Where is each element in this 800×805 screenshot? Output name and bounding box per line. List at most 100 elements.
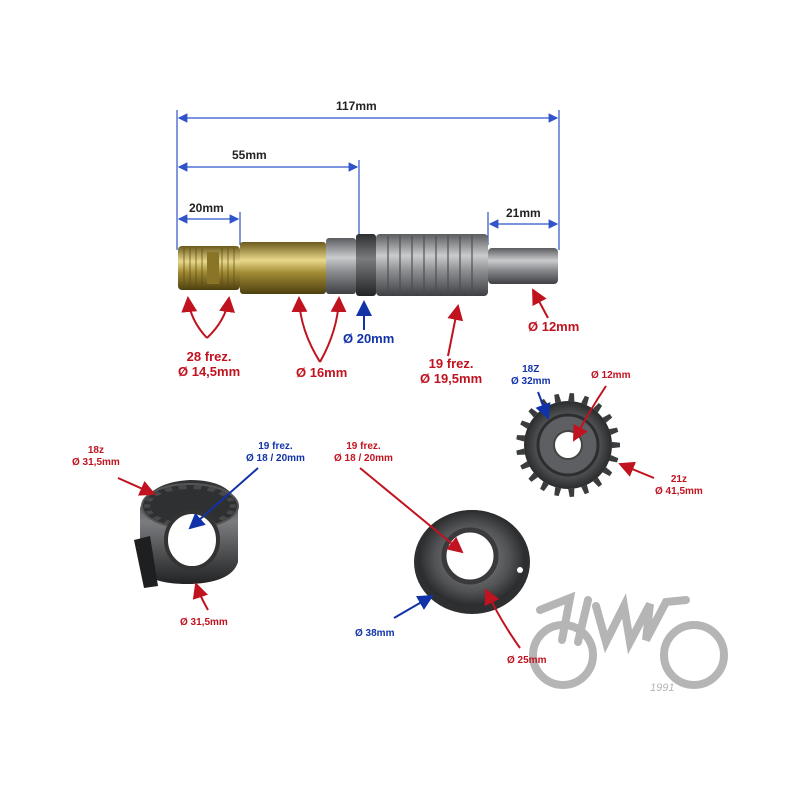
shaft-spline-19-teeth: [387, 236, 473, 294]
label-end-12: Ø 12mm: [528, 319, 580, 334]
ratchet-tooth: [178, 485, 187, 490]
label-washer-spline-dia: Ø 18 / 20mm: [334, 452, 393, 464]
ratchet-tooth: [145, 497, 154, 502]
shaft-spline-19: [376, 234, 488, 296]
ratchet-callouts: [117, 467, 259, 611]
label-ratchet-18z-dia: Ø 31,5mm: [72, 456, 120, 468]
shaft-end-12: [488, 248, 558, 284]
arrow-washer-inner: [484, 588, 521, 649]
ratchet-tooth: [163, 486, 174, 493]
gear-tooth: [581, 395, 589, 406]
arrow-end-12: [532, 288, 549, 319]
shaft-groove: [207, 252, 219, 284]
arrow-washer-spline: [359, 467, 464, 554]
gear-tooth: [593, 477, 603, 487]
ratchet-sleeve: [134, 480, 239, 588]
label-ratchet-bottom: Ø 31,5mm: [180, 617, 228, 628]
arrow-ratchet-spline: [188, 467, 259, 530]
arrow-washer-outer: [393, 594, 434, 619]
label-collar-20: Ø 20mm: [343, 331, 395, 346]
dim-21mm: 21mm: [506, 206, 541, 220]
label-washer-spline: 19 frez. Ø 18 / 20mm: [334, 441, 393, 464]
gear-tooth: [609, 427, 619, 435]
label-ratchet-spline-dia: Ø 18 / 20mm: [246, 452, 305, 464]
label-gear-21z: 21z Ø 41,5mm: [655, 474, 703, 497]
washer-bore: [441, 527, 499, 585]
gear-tooth: [540, 481, 549, 492]
gear-tooth: [520, 461, 530, 470]
label-gear-21z-dia: Ø 41,5mm: [655, 485, 703, 497]
label-ratchet-18z: 18z Ø 31,5mm: [72, 445, 120, 468]
label-gear-18z-teeth: 18Z: [522, 364, 540, 375]
ylma-logo: [529, 591, 728, 689]
kickstart-shaft: [178, 234, 558, 296]
gear-tooth: [581, 484, 589, 495]
gear-tooth: [611, 441, 620, 449]
shaft-collar-20: [326, 238, 356, 294]
shaft-collar-step: [356, 234, 376, 296]
gear-tooth: [528, 472, 538, 482]
ratchet-tooth: [193, 485, 202, 490]
ratchet-tooth: [218, 515, 228, 521]
label-gear-18z: 18Z Ø 32mm: [511, 364, 550, 387]
label-ratchet-18z-teeth: 18z: [87, 445, 104, 456]
dim-55mm: 55mm: [232, 148, 267, 162]
label-gear-21z-teeth: 21z: [670, 474, 687, 485]
gear-tooth: [516, 435, 526, 442]
label-28-frez-dia: Ø 14,5mm: [178, 363, 241, 379]
gear-tooth: [568, 488, 575, 497]
arrow-ratchet-bottom: [192, 582, 209, 611]
logo-year: 1991: [650, 682, 675, 694]
arrow-28-right: [206, 296, 236, 339]
gear-tooth: [520, 420, 530, 429]
gear-tooth: [516, 448, 526, 455]
label-washer-outer: Ø 38mm: [355, 628, 395, 639]
ratchet-tooth: [206, 486, 217, 493]
label-journal-16: Ø 16mm: [296, 365, 348, 380]
gear-tooth: [602, 413, 613, 423]
ratchet-tooth: [226, 510, 235, 515]
arrow-gear-21z: [618, 461, 655, 479]
label-gear-18z-dia: Ø 32mm: [511, 375, 551, 387]
arrow-16-left: [291, 296, 321, 363]
gear-tooth: [554, 393, 562, 403]
label-washer-spline-teeth: 19 frez.: [346, 441, 381, 452]
gear-tooth: [554, 487, 562, 497]
logo-lettering: [536, 591, 690, 655]
ratchet-tooth: [226, 497, 235, 502]
shaft-callouts: [181, 288, 549, 363]
ratchet-sleeve-lug: [134, 536, 158, 588]
ratchet-tooth: [152, 515, 162, 521]
gear-tooth: [593, 403, 603, 413]
gear-tooth: [609, 455, 619, 463]
label-washer-inner: Ø 25mm: [507, 655, 547, 666]
washer-callouts: [359, 467, 521, 649]
arrow-gear-18z: [535, 391, 551, 420]
label-28-frez: 28 frez. Ø 14,5mm: [178, 349, 241, 380]
ratchet-tooth: [218, 491, 228, 497]
arrow-gear-bore: [573, 385, 607, 442]
double-gear-bore: [553, 430, 583, 460]
gear-tooth: [602, 467, 613, 477]
arrow-28-left: [181, 296, 208, 339]
shaft-journal-16: [240, 242, 326, 294]
double-gear-callouts: [535, 385, 655, 479]
ratchet-sleeve-bore: [164, 510, 220, 570]
dim-117mm: 117mm: [336, 99, 377, 113]
shaft-spline-28-teeth: [183, 248, 235, 288]
arrow-16-right: [319, 296, 347, 363]
label-19-frez: 19 frez. Ø 19,5mm: [420, 356, 483, 387]
dim-20mm: 20mm: [189, 201, 224, 215]
label-19-frez-teeth: 19 frez.: [428, 356, 474, 371]
label-ratchet-spline: 19 frez. Ø 18 / 20mm: [246, 441, 305, 464]
label-19-frez-dia: Ø 19,5mm: [420, 370, 483, 386]
dimension-lines: [176, 110, 560, 250]
label-ratchet-spline-teeth: 19 frez.: [258, 441, 293, 452]
ratchet-tooth: [144, 504, 151, 508]
label-gear-bore: Ø 12mm: [591, 370, 631, 381]
arrow-ratchet-18z: [117, 477, 156, 496]
ratchet-tooth: [229, 504, 236, 508]
washer-hole: [517, 567, 523, 573]
gear-tooth: [568, 393, 575, 402]
